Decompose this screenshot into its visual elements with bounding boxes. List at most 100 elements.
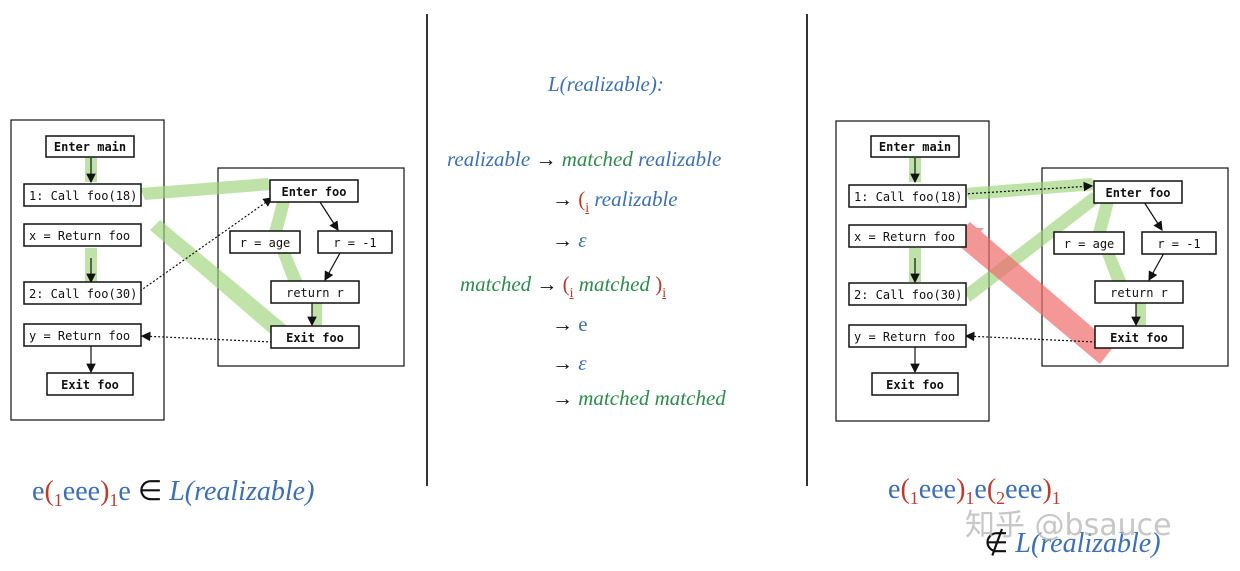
element-of-symbol: ∈ [137,476,163,507]
foo-node-exit: Exit foo [270,325,360,349]
call-site-index: 1 [1051,488,1061,508]
svg-text:Exit foo: Exit foo [286,331,344,345]
foo-node-exit: Exit foo [1094,325,1184,349]
foo-node-r-neg1: r = -1 [1141,231,1217,255]
svg-text:x = Return foo: x = Return foo [854,230,955,244]
call-site-index: 1 [965,488,975,508]
call-site-index: 1 [53,490,63,510]
epsilon: ε [578,351,587,375]
right-expression-membership: ∉ L(realizable) [984,526,1161,560]
main-node-return-x: x = Return foo [23,223,142,247]
right-expression: e(1eee)1e(2eee)1 [888,474,1061,509]
foo-node-r-neg1: r = -1 [317,230,393,254]
main-node-exit: Exit foo [46,372,134,396]
svg-text:r = age: r = age [1064,237,1115,251]
main-node-call-1: 1: Call foo(18) [848,184,967,208]
foo-node-enter: Enter foo [1093,180,1183,204]
svg-text:r = -1: r = -1 [333,236,376,250]
call-site-index: i [585,201,590,216]
main-node-call-2: 2: Call foo(30) [848,282,967,306]
foo-node-r-age: r = age [1053,231,1125,255]
svg-text:return r: return r [1110,286,1168,300]
left-cfg-diagram: Enter main 1: Call foo(18) x = Return fo… [10,119,405,421]
divider-right [806,14,808,486]
grammar-rule-5: → e [552,312,588,337]
call-site-index: 1 [109,490,119,510]
rule-rhs: matched matched [578,386,726,410]
open-paren: ( [44,476,54,507]
divider-left [426,14,428,486]
right-cfg-diagram: Enter main 1: Call foo(18) x = Return fo… [835,120,1229,422]
svg-text:y = Return foo: y = Return foo [29,329,130,343]
rule-rhs: matched [561,147,633,171]
terminal-e: e [974,474,987,505]
grammar-rule-4: matched → (i matched )i [460,272,666,302]
foo-node-enter: Enter foo [269,179,359,203]
grammar-rule-1: realizable → matched realizable [447,147,721,172]
svg-text:Exit foo: Exit foo [886,378,944,392]
svg-text:1: Call foo(18): 1: Call foo(18) [854,190,962,204]
rule-lhs: realizable [447,147,531,171]
arrow: → [552,187,573,211]
terminal-seq: eee [62,476,101,507]
arrow: → [552,228,573,252]
svg-text:r = age: r = age [240,236,291,250]
arrow: → [535,147,557,171]
terminal-e: e [578,312,588,336]
terminal-e: e [118,476,131,507]
arrow: → [552,312,573,336]
epsilon: ε [578,228,587,252]
not-element-of-symbol: ∉ [984,528,1009,559]
svg-text:Enter foo: Enter foo [1105,186,1170,200]
language-name: L(realizable) [1015,528,1161,559]
grammar-title: L(realizable): [548,72,664,96]
close-paren: ) [956,474,966,505]
svg-text:2: Call foo(30): 2: Call foo(30) [29,287,137,301]
svg-text:2: Call foo(30): 2: Call foo(30) [854,288,962,302]
terminal-e: e [32,476,45,507]
svg-text:Exit foo: Exit foo [1110,331,1168,345]
grammar-rule-3: → ε [552,228,587,253]
arrow: → [552,386,573,410]
open-paren: ( [578,187,586,211]
terminal-e: e [888,474,901,505]
terminal-seq: eee [1005,474,1043,505]
call-site-index: 1 [909,488,919,508]
open-paren: ( [900,474,910,505]
close-paren: ) [1042,474,1052,505]
arrow: → [536,272,558,296]
svg-text:1: Call foo(18): 1: Call foo(18) [29,189,137,203]
main-node-exit: Exit foo [871,372,959,396]
arrow: → [552,351,573,375]
rule-rhs: realizable [638,147,722,171]
terminal-seq: eee [918,474,957,505]
close-paren: ) [655,272,663,296]
svg-text:x = Return foo: x = Return foo [29,229,130,243]
foo-node-r-age: r = age [229,230,301,254]
main-node-return-y: y = Return foo [848,324,967,348]
foo-frame [217,167,405,367]
call-site-index: 2 [996,488,1006,508]
svg-text:Enter main: Enter main [54,140,126,154]
open-paren: ( [562,272,570,296]
main-node-return-x: x = Return foo [848,224,967,248]
main-node-enter: Enter main [870,135,960,158]
call-site-index: i [662,286,667,301]
main-node-enter: Enter main [45,135,135,158]
svg-text:Enter foo: Enter foo [281,185,346,199]
svg-text:Enter main: Enter main [879,140,951,154]
main-node-return-y: y = Return foo [23,323,142,347]
left-expression: e(1eee)1e ∈ L(realizable) [32,474,314,511]
foo-node-return-r: return r [270,280,360,304]
svg-text:r = -1: r = -1 [1157,237,1200,251]
open-paren: ( [986,474,997,505]
svg-text:return r: return r [286,286,344,300]
foo-frame [1041,167,1229,367]
main-frame [10,119,165,421]
call-site-index: i [569,286,574,301]
svg-text:y = Return foo: y = Return foo [854,330,955,344]
grammar-rule-6: → ε [552,351,587,376]
language-name: L(realizable) [169,476,315,507]
rule-rhs: realizable [594,187,678,211]
